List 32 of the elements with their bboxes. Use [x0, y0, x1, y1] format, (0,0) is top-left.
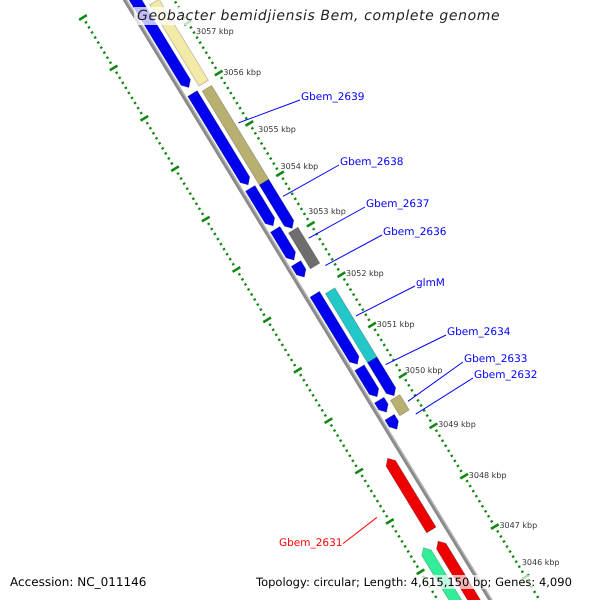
tick-label: 3054 kbp: [280, 162, 318, 171]
gene-label: glmM: [416, 277, 445, 289]
gene-label: Gbem_2637: [366, 198, 430, 210]
leader-line: [308, 206, 366, 239]
gene-label: Gbem_2639: [301, 91, 364, 103]
genome-info-text: Topology: circular; Length: 4,615,150 bp; Genes: 4,090: [256, 575, 572, 589]
gene-label: Gbem_2631: [279, 537, 342, 549]
leader-line: [282, 164, 340, 197]
leader-line: [238, 100, 300, 124]
leader-line: [324, 234, 382, 266]
leader-line: [355, 286, 416, 316]
leader-line: [385, 334, 446, 366]
tick-label: 3049 kbp: [438, 420, 476, 430]
tick-label: 3052 kbp: [346, 269, 384, 278]
leader-line: [342, 516, 378, 544]
tick-label: 3051 kbp: [376, 320, 414, 329]
leader-line: [415, 378, 474, 415]
gene-label: Gbem_2632: [474, 369, 538, 381]
accession-text: Accession: NC_011146: [10, 575, 146, 589]
tick-label: 3056 kbp: [223, 68, 262, 77]
gene-label: Gbem_2636: [383, 226, 446, 238]
tick-label: 3046 kbp: [522, 558, 560, 567]
leader-line: [407, 362, 464, 402]
gene-label: Gbem_2634: [447, 326, 510, 338]
tick-label: 3050 kbp: [404, 366, 443, 375]
tick-label: 3047 kbp: [499, 521, 538, 530]
gene-label: Gbem_2633: [464, 353, 528, 365]
gene-label: Gbem_2638: [340, 156, 404, 168]
tick-label: 3053 kbp: [308, 206, 346, 216]
tick-label: 3055 kbp: [258, 124, 296, 134]
tick-label: 3057 kbp: [196, 27, 234, 36]
tick-label: 3048 kbp: [468, 470, 506, 480]
